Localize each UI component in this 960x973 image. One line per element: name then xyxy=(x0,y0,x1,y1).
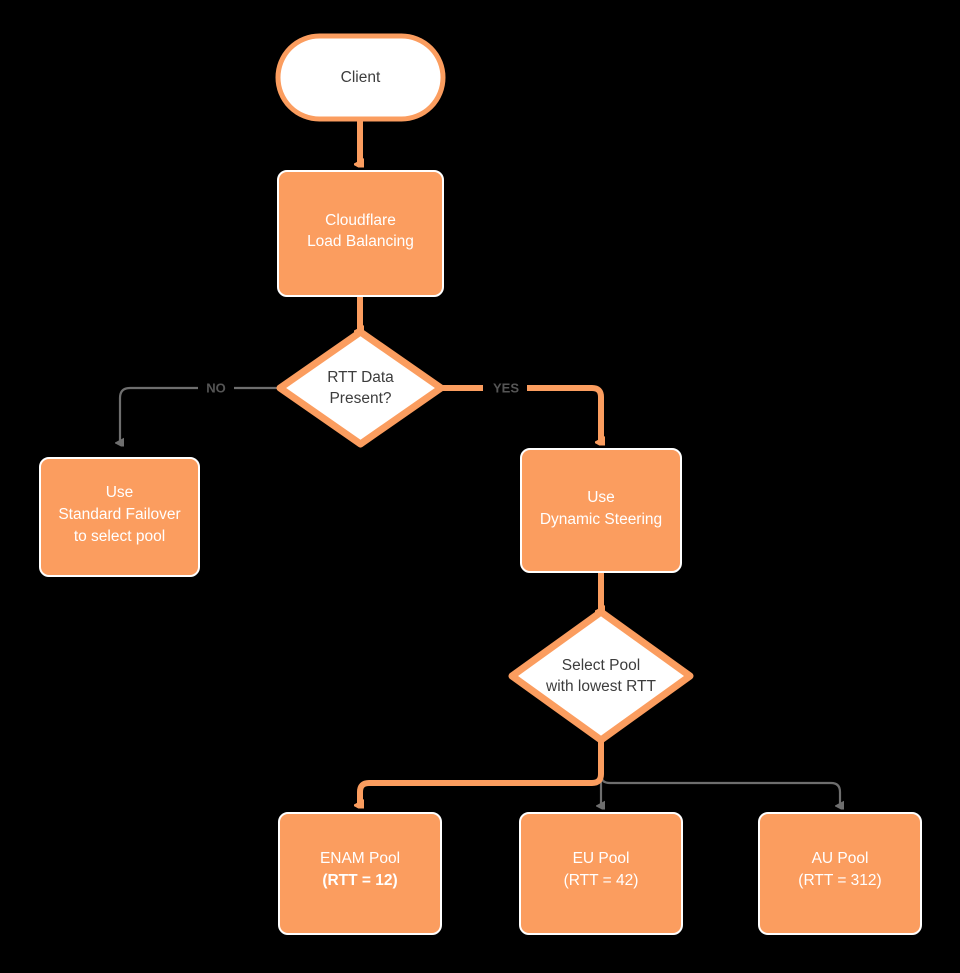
node-select-pool-label-line1: Select Pool xyxy=(562,657,640,674)
edge-rtt-yes-path xyxy=(441,385,601,441)
edge-select-to-au-pool-path xyxy=(599,742,840,805)
no-label-backdrop xyxy=(198,378,234,398)
node-rtt-data-present-decision[interactable]: RTT Data Present? xyxy=(276,328,445,448)
node-lb-label-line2: Load Balancing xyxy=(307,233,414,250)
node-enam-pool[interactable]: ENAM Pool (RTT = 12) xyxy=(278,812,442,935)
edge-label-yes: YES xyxy=(493,380,519,395)
node-standard-failover-shape xyxy=(39,457,200,577)
edge-rtt-no-to-failover xyxy=(120,386,279,442)
node-au-pool-label-line2: (RTT = 312) xyxy=(798,872,881,889)
node-au-pool-label-line1: AU Pool xyxy=(812,850,869,867)
node-client-label: Client xyxy=(341,69,381,86)
node-standard-failover-label-line1: Use xyxy=(106,484,134,501)
node-rtt-decision-label-line2: Present? xyxy=(329,390,391,407)
edge-select-to-au-pool xyxy=(599,742,840,805)
node-eu-pool-label-line2: (RTT = 42) xyxy=(564,872,639,889)
node-eu-pool[interactable]: EU Pool (RTT = 42) xyxy=(519,812,683,935)
node-cloudflare-load-balancing[interactable]: Cloudflare Load Balancing xyxy=(277,170,444,297)
node-lb-shape xyxy=(277,170,444,297)
edge-select-to-enam-pool-path xyxy=(360,742,604,804)
edge-rtt-no-path xyxy=(120,386,279,442)
node-dynamic-steering-label-line2: Dynamic Steering xyxy=(540,511,662,528)
node-enam-pool-label-line2: (RTT = 12) xyxy=(322,872,397,889)
yes-label-backdrop xyxy=(483,378,527,398)
node-au-pool[interactable]: AU Pool (RTT = 312) xyxy=(758,812,922,935)
node-au-pool-shape xyxy=(758,812,922,935)
node-standard-failover[interactable]: Use Standard Failover to select pool xyxy=(39,457,200,577)
node-rtt-decision-shape xyxy=(276,328,445,448)
node-select-pool-shape xyxy=(508,608,694,744)
edge-rtt-yes-to-steering xyxy=(441,385,601,441)
node-client-shape xyxy=(275,33,446,122)
node-standard-failover-label-line3: to select pool xyxy=(74,528,165,545)
node-dynamic-steering-shape xyxy=(520,448,682,573)
node-enam-pool-label-line1: ENAM Pool xyxy=(320,850,400,867)
edge-select-to-enam-pool xyxy=(360,742,604,804)
node-rtt-decision-label-line1: RTT Data xyxy=(327,369,394,386)
node-dynamic-steering[interactable]: Use Dynamic Steering xyxy=(520,448,682,573)
node-standard-failover-label-line2: Standard Failover xyxy=(58,506,180,523)
node-eu-pool-shape xyxy=(519,812,683,935)
node-client[interactable]: Client xyxy=(275,33,446,122)
node-lb-label-line1: Cloudflare xyxy=(325,212,396,229)
node-select-pool-decision[interactable]: Select Pool with lowest RTT xyxy=(508,608,694,744)
edge-label-no: NO xyxy=(206,380,226,395)
node-dynamic-steering-label-line1: Use xyxy=(587,489,615,506)
node-select-pool-label-line2: with lowest RTT xyxy=(545,678,656,695)
node-eu-pool-label-line1: EU Pool xyxy=(573,850,630,867)
node-enam-pool-shape xyxy=(278,812,442,935)
